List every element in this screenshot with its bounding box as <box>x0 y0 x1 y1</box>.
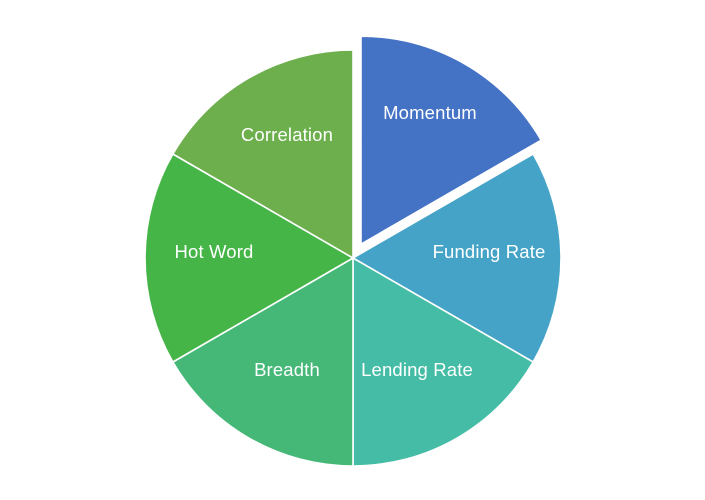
pie-slice-hot-word[interactable] <box>144 153 354 363</box>
pie-slice-momentum[interactable] <box>360 35 542 245</box>
pie-slice-label-momentum: Momentum <box>383 102 477 123</box>
pie-slice-label-correlation: Correlation <box>241 124 333 145</box>
pie-slice-lending-rate[interactable] <box>352 257 534 467</box>
pie-slice-label-breadth: Breadth <box>254 359 320 380</box>
pie-slice-label-hot-word: Hot Word <box>175 241 254 262</box>
pie-slice-label-lending-rate: Lending Rate <box>361 359 473 380</box>
pie-slice-funding-rate[interactable] <box>352 153 562 363</box>
pie-slice-breadth[interactable] <box>172 257 354 467</box>
pie-slice-label-funding-rate: Funding Rate <box>433 241 546 262</box>
pie-slices-group <box>144 35 562 467</box>
pie-slice-correlation[interactable] <box>172 49 354 259</box>
